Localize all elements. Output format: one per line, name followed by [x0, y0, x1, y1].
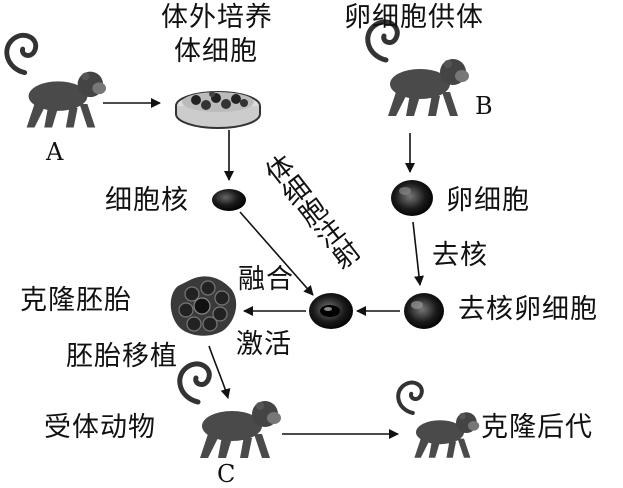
nucleus-icon: [212, 189, 246, 211]
monkey-a-label: A: [46, 138, 65, 166]
activation-label: 激活: [236, 329, 292, 360]
cloned-embryo-label: 克隆胚胎: [20, 285, 132, 316]
cloned-offspring-label: 克隆后代: [481, 412, 593, 443]
enucleated-egg-label: 去核卵细胞: [458, 294, 598, 325]
monkey-b-icon: [368, 22, 469, 116]
cloned-embryo-icon: [170, 276, 237, 336]
egg-donor-label: 卵细胞供体: [344, 2, 484, 33]
arrow-egg-to-enucleated: [412, 221, 424, 286]
monkey-a-icon: [7, 35, 106, 127]
enucleated-egg-icon: [404, 293, 444, 329]
nucleus-label: 细胞核: [105, 185, 189, 216]
enucleation-label: 去核: [432, 240, 488, 271]
culture-dish-icon: [175, 91, 261, 129]
cloned-offspring-monkey-icon: [398, 383, 479, 458]
embryo-transfer-label: 胚胎移植: [66, 341, 178, 372]
monkey-c-icon: [180, 364, 281, 458]
fusion-label: 融合: [238, 264, 294, 295]
arrow-embryo-to-monkey-c: [208, 345, 231, 399]
monkey-b-label: B: [475, 92, 494, 120]
somatic-culture-label-line2: 体细胞: [174, 36, 258, 67]
arrow-nucleus-to-fused: [239, 211, 314, 296]
fused-cell-icon: [309, 293, 353, 329]
egg-cell-icon: [391, 180, 433, 216]
monkey-c-label: C: [217, 460, 237, 488]
arrows: [103, 98, 424, 439]
recipient-animal-label: 受体动物: [44, 412, 156, 443]
somatic-culture-label-line1: 体外培养: [161, 2, 273, 33]
egg-cell-label: 卵细胞: [446, 185, 530, 216]
